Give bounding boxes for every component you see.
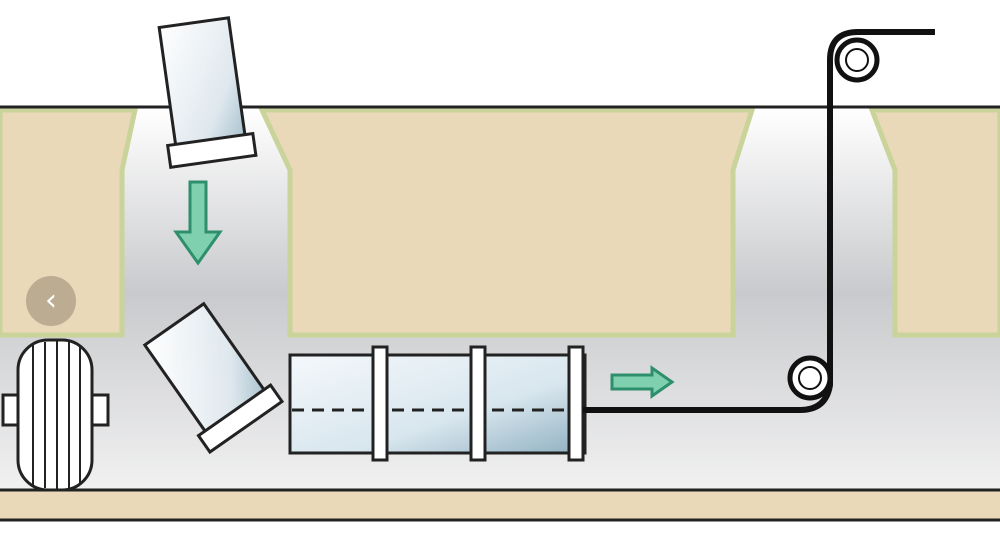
soil-block-middle [258,107,756,338]
pipe-body [288,353,587,455]
chevron-left-icon: ‹ [45,283,57,318]
upper-pulley [834,37,880,83]
falling-segment [157,16,258,169]
lower-pulley [787,355,833,401]
pipe-flange-1 [371,345,389,462]
soil-block-left [0,107,139,338]
pull-cable [583,29,935,413]
soil-block-right [868,107,1000,338]
down-arrow-icon [173,180,223,266]
tilted-segment [142,301,285,455]
boring-machine [1,338,110,492]
pipe-flange-2 [469,345,487,462]
pipe-segments [288,345,587,462]
soil-blocks [0,107,1000,338]
prev-slide-button[interactable]: ‹ [26,276,76,326]
floor-band [0,490,1000,520]
pipe-flange-3 [567,345,585,462]
right-arrow-icon [610,365,675,399]
